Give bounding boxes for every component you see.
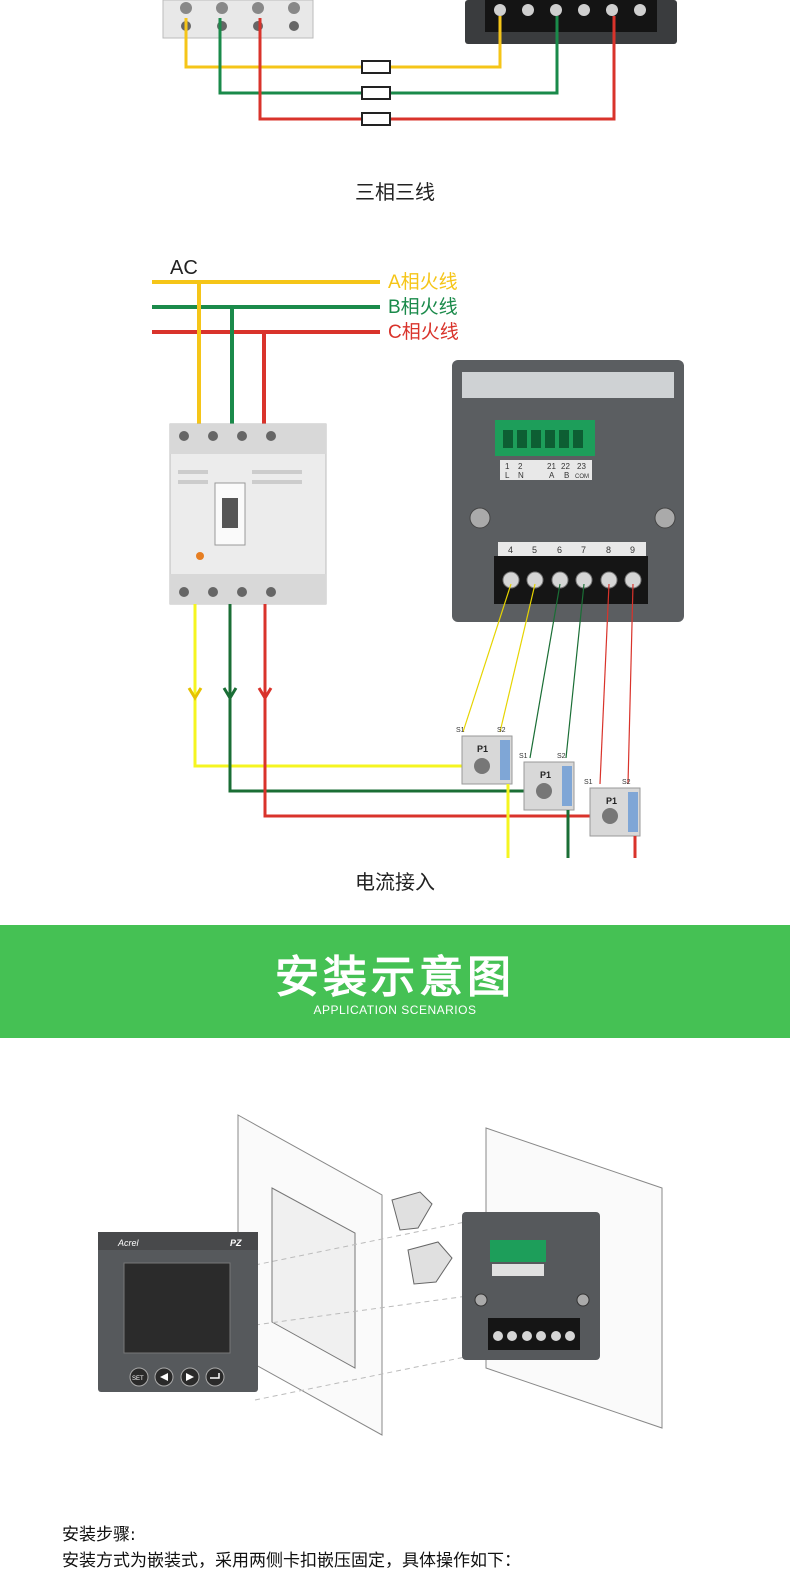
phase-a-label: A相火线 — [388, 271, 458, 293]
term-1: 1 — [505, 462, 510, 471]
meter-rear-panel: 1 2 21 22 23 L N A B COM 4 5 6 7 8 9 — [452, 360, 684, 622]
flow-arrows — [187, 687, 273, 701]
ct-a-s1: S1 — [456, 727, 465, 734]
term-b: B — [564, 471, 569, 480]
term-23: 23 — [577, 462, 586, 471]
terminal-label-4: 4 — [508, 545, 513, 555]
three-phase-three-wire-diagram — [162, 0, 677, 126]
brand-logo: Acrel — [117, 1238, 140, 1248]
meter-rear-small — [462, 1212, 600, 1360]
ct-c-s1: S1 — [584, 779, 593, 786]
fuses — [361, 60, 391, 126]
phase-c-label: C相火线 — [388, 321, 459, 343]
terminal-label-7: 7 — [581, 545, 586, 555]
enter-icon — [205, 1367, 225, 1387]
ct-a-s2: S2 — [497, 727, 506, 734]
current-transformer-a — [461, 735, 513, 785]
terminal-label-6: 6 — [557, 545, 562, 555]
current-transformer-b — [523, 761, 575, 811]
banner-title: 安装示意图 — [275, 952, 515, 1003]
circuit-breaker — [169, 423, 327, 605]
terminal-label-8: 8 — [606, 545, 611, 555]
ct-b-s2: S2 — [557, 753, 566, 760]
lcd-screen — [123, 1262, 231, 1354]
term-22: 22 — [561, 462, 570, 471]
caption-current-input: 电流接入 — [355, 870, 435, 894]
phase-b-label: B相火线 — [388, 296, 458, 318]
term-l: L — [505, 471, 510, 480]
wire-red — [258, 16, 616, 121]
term-a: A — [549, 471, 555, 480]
caption-three-phase-three-wire: 三相三线 — [355, 180, 435, 204]
current-transformer-c — [589, 787, 641, 837]
meter-terminal-screws — [494, 4, 646, 16]
mount-screw-left — [469, 507, 491, 529]
panel-cutout — [271, 1187, 356, 1369]
term-21: 21 — [547, 462, 556, 471]
set-button-label: SET — [132, 1376, 144, 1382]
ct-c-p1: P1 — [606, 796, 617, 806]
mount-screw-right — [654, 507, 676, 529]
meter-front: Acrel PZ SET — [98, 1232, 258, 1392]
install-steps-heading: 安装步骤: — [62, 1525, 136, 1545]
current-input-diagram: AC A相火线 B相火线 C相火线 1 2 21 22 — [152, 257, 684, 858]
term-com: COM — [575, 474, 589, 480]
mounting-clip-top — [391, 1191, 433, 1231]
ct-b-s1: S1 — [519, 753, 528, 760]
term-n: N — [518, 471, 524, 480]
ct-a-p1: P1 — [477, 744, 488, 754]
terminal-label-9: 9 — [630, 545, 635, 555]
mounting-clip-bottom — [407, 1241, 453, 1285]
term-2: 2 — [518, 462, 523, 471]
ac-label: AC — [170, 257, 198, 279]
install-steps-line-1: 安装方式为嵌装式，采用两侧卡扣嵌压固定，具体操作如下： — [62, 1551, 521, 1571]
section-banner: 安装示意图 APPLICATION SCENARIOS — [0, 925, 790, 1038]
wire-yellow — [184, 16, 502, 69]
banner-subtitle: APPLICATION SCENARIOS — [313, 1003, 477, 1017]
ct-b-p1: P1 — [540, 770, 551, 780]
ct-c-s2: S2 — [622, 779, 631, 786]
model-label: PZ — [230, 1238, 242, 1248]
terminal-label-5: 5 — [532, 545, 537, 555]
installation-diagram: Acrel PZ SET — [98, 1114, 663, 1436]
